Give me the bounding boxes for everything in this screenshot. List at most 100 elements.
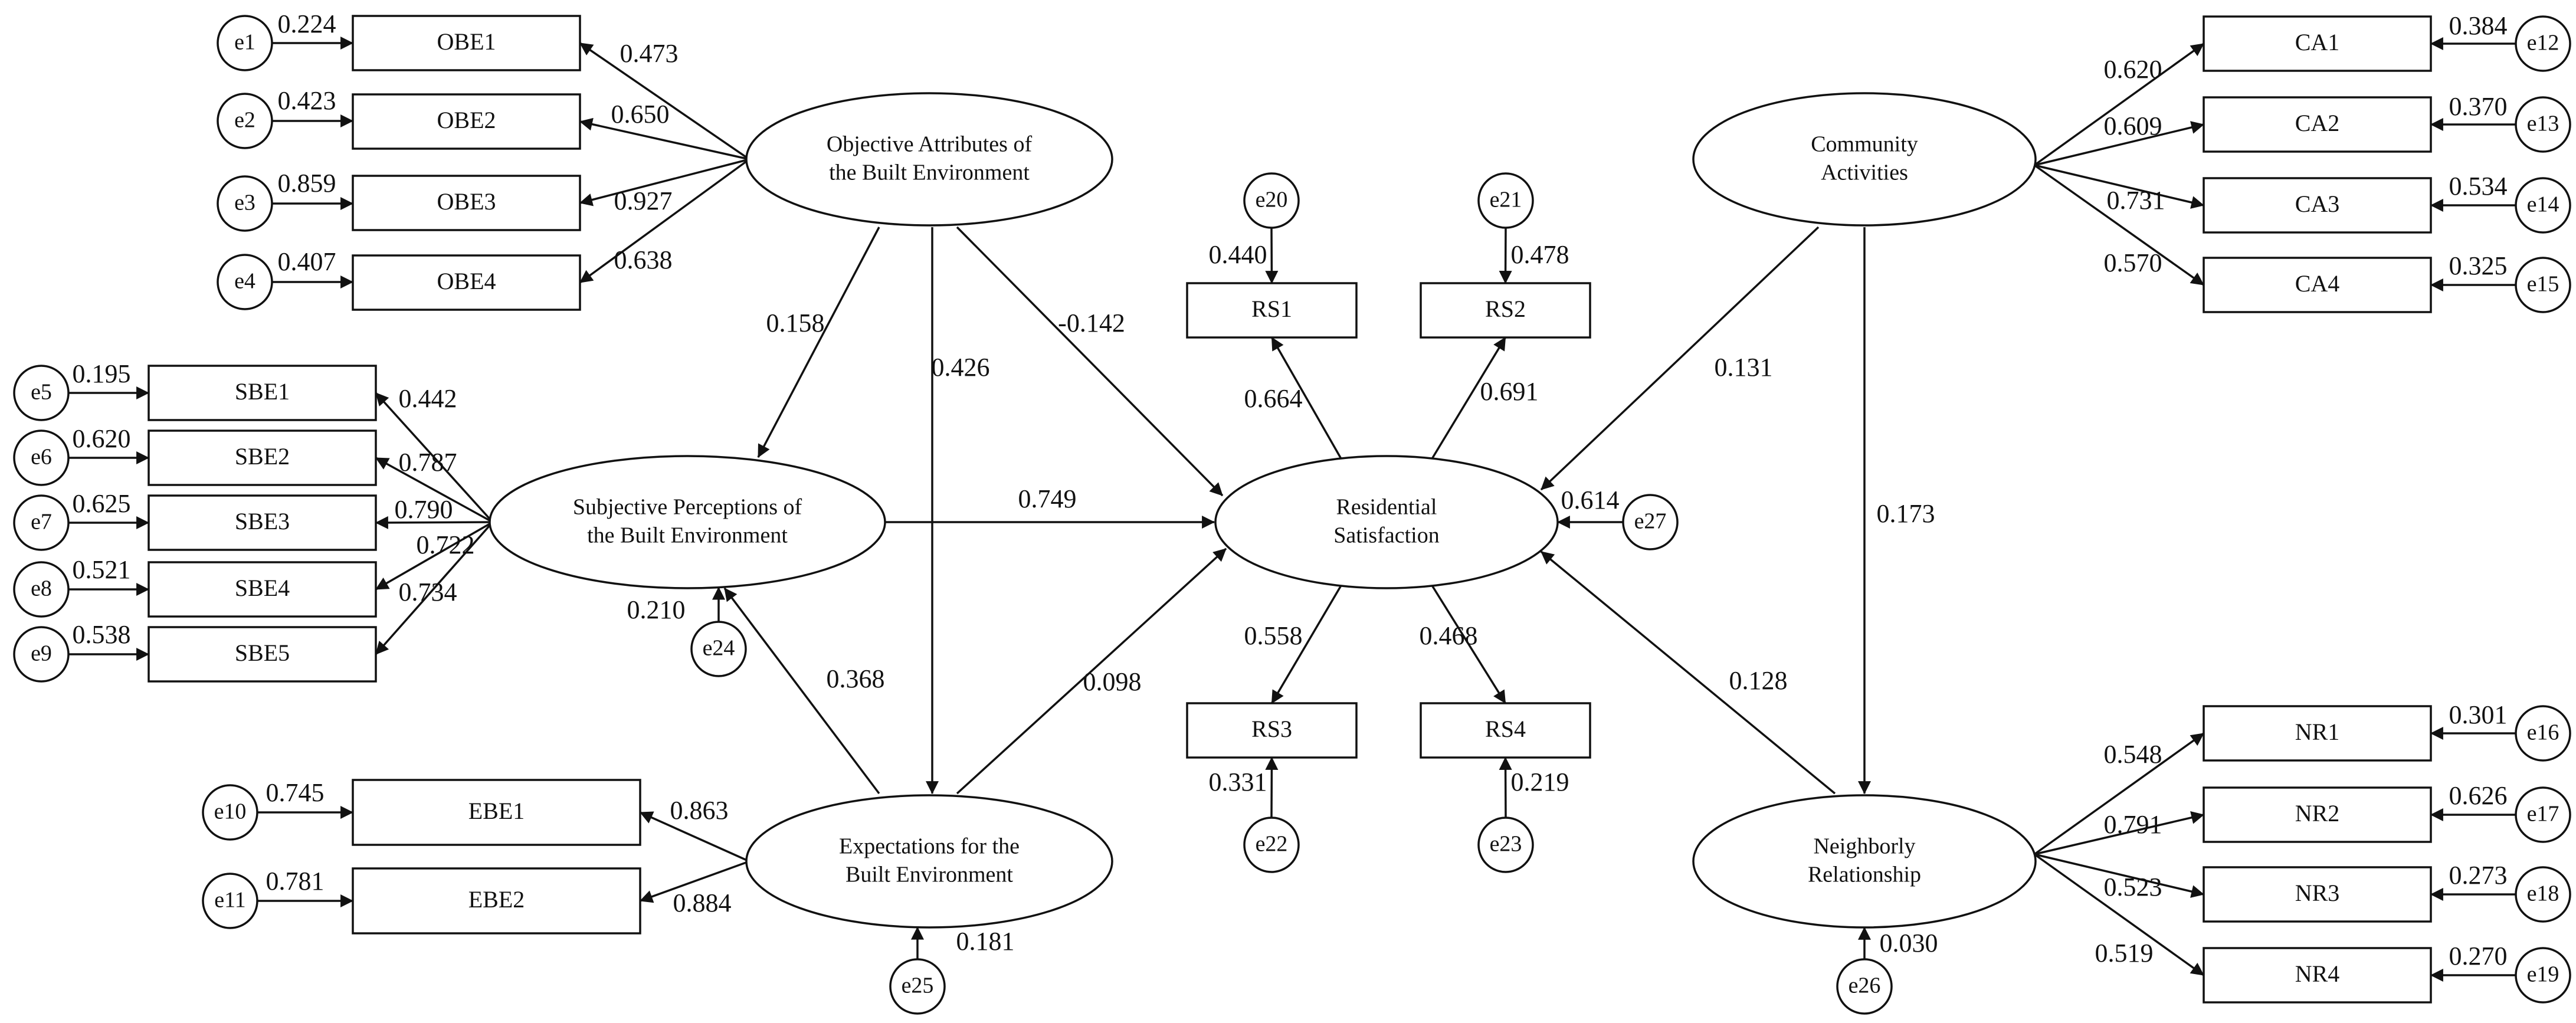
- loading-value-nr3: 0.523: [2104, 873, 2162, 901]
- latent-ellipse: [1692, 92, 2037, 227]
- latent-ellipse: [1214, 455, 1559, 589]
- loading-value-nr1: 0.548: [2104, 740, 2162, 769]
- error-circle: [2515, 15, 2571, 72]
- indicator-label: OBE3: [437, 188, 496, 215]
- indicator-label: RS3: [1251, 716, 1292, 742]
- indicator-label: OBE4: [437, 268, 496, 294]
- indicator-label: OBE2: [437, 107, 496, 133]
- loading-arrow-rs1: [1270, 337, 1343, 461]
- loading-value-sbe4: 0.722: [417, 530, 475, 559]
- indicator-label: SBE5: [235, 640, 290, 666]
- indicator-box: [1420, 702, 1591, 759]
- loading-value-rs3: 0.558: [1244, 621, 1303, 650]
- indicator-box: [1186, 702, 1358, 759]
- error-circle: [2515, 947, 2571, 1004]
- error-term-e3: e3: [217, 175, 273, 232]
- error-label: e26: [1849, 973, 1881, 998]
- error-label: e22: [1256, 832, 1288, 857]
- loading-value-ca1: 0.620: [2104, 55, 2162, 84]
- error-variance-e15: 0.325: [2449, 251, 2508, 280]
- loading-value-rs4: 0.468: [1420, 621, 1478, 650]
- error-variance-e24: 0.210: [627, 595, 686, 624]
- loading-arrow-ebe2: [639, 860, 750, 903]
- error-circle: [217, 175, 273, 232]
- error-term-e18: e18: [2515, 866, 2571, 923]
- error-variance-e8: 0.521: [73, 555, 131, 584]
- latent-label-line: Built Environment: [845, 863, 1013, 887]
- latent-label-line: Neighborly: [1813, 834, 1915, 859]
- latent-label-line: Activities: [1821, 160, 1908, 185]
- loading-arrow-ca3: [2034, 164, 2205, 209]
- loading-value-obe3: 0.927: [614, 186, 673, 215]
- latent-label-line: Community: [1811, 132, 1918, 157]
- indicator-nr2: NR2: [2203, 786, 2432, 843]
- latent-label-line: Residential: [1336, 495, 1437, 520]
- error-circle: [217, 254, 273, 310]
- error-term-e15: e15: [2515, 257, 2571, 313]
- error-variance-e17: 0.626: [2449, 781, 2508, 810]
- loading-value-obe2: 0.650: [611, 100, 670, 129]
- error-variance-e11: 0.781: [266, 867, 325, 896]
- error-variance-e16: 0.301: [2449, 700, 2508, 729]
- error-term-e27: e27: [1622, 494, 1679, 550]
- loading-value-sbe2: 0.787: [399, 448, 457, 477]
- error-variance-e18: 0.273: [2449, 861, 2508, 890]
- indicator-nr4: NR4: [2203, 947, 2432, 1004]
- error-variance-e7: 0.625: [73, 489, 131, 518]
- path-arrow-ca-to-rs: [1540, 226, 1820, 491]
- error-label: e25: [902, 973, 934, 998]
- indicator-label: NR2: [2295, 800, 2340, 827]
- loading-arrow-rs3: [1270, 583, 1343, 704]
- error-arrow-e20: [1265, 227, 1279, 284]
- indicator-nr3: NR3: [2203, 866, 2432, 923]
- error-variance-e27: 0.614: [1561, 486, 1620, 514]
- indicator-box: [352, 93, 581, 150]
- path-coefficient-obe-sbe: 0.158: [766, 309, 825, 337]
- loading-value-obe1: 0.473: [620, 39, 679, 68]
- path-coefficient-nr-rs: 0.128: [1729, 666, 1788, 695]
- error-variance-e22: 0.331: [1209, 768, 1267, 796]
- latent-label-line: Expectations for the: [839, 834, 1020, 859]
- indicator-label: CA2: [2295, 110, 2340, 136]
- path-arrow-obe-to-sbe: [757, 227, 880, 458]
- indicator-label: RS4: [1485, 716, 1526, 742]
- error-term-e5: e5: [13, 365, 70, 421]
- indicator-label: SBE4: [235, 575, 290, 601]
- indicator-rs4: RS4: [1420, 702, 1591, 759]
- loading-arrow-rs2: [1430, 337, 1506, 461]
- error-circle: [1477, 817, 1534, 873]
- latent-label-line: Objective Attributes of: [827, 132, 1033, 157]
- error-variance-e12: 0.384: [2449, 11, 2508, 40]
- indicator-label: EBE1: [468, 798, 525, 824]
- error-circle: [217, 15, 273, 71]
- error-term-e26: e26: [1836, 958, 1893, 1015]
- loading-arrow-sbe4: [375, 521, 493, 591]
- error-circle: [1243, 817, 1300, 873]
- loading-value-ca4: 0.570: [2104, 248, 2162, 277]
- indicator-label: NR3: [2295, 880, 2340, 906]
- indicator-box: [352, 15, 581, 71]
- latent-label-line: Subjective Perceptions of: [573, 495, 802, 520]
- error-label: e27: [1634, 509, 1667, 534]
- indicator-box: [148, 561, 377, 618]
- loading-value-obe4: 0.638: [614, 245, 673, 274]
- error-label: e15: [2527, 272, 2559, 297]
- error-label: e20: [1256, 188, 1288, 212]
- error-label: e23: [1490, 832, 1522, 857]
- error-label: e24: [703, 636, 735, 661]
- error-variance-e23: 0.219: [1511, 768, 1569, 796]
- indicator-sbe2: SBE2: [148, 429, 377, 486]
- indicator-label: NR4: [2295, 960, 2340, 987]
- error-circle: [202, 873, 258, 929]
- indicator-obe4: OBE4: [352, 254, 581, 311]
- error-label: e6: [31, 445, 52, 470]
- error-circle: [690, 621, 747, 677]
- indicator-box: [2203, 705, 2432, 762]
- indicator-ebe2: EBE2: [352, 867, 641, 935]
- path-arrow-obe-to-rs: [956, 226, 1224, 497]
- error-term-e21: e21: [1477, 172, 1534, 229]
